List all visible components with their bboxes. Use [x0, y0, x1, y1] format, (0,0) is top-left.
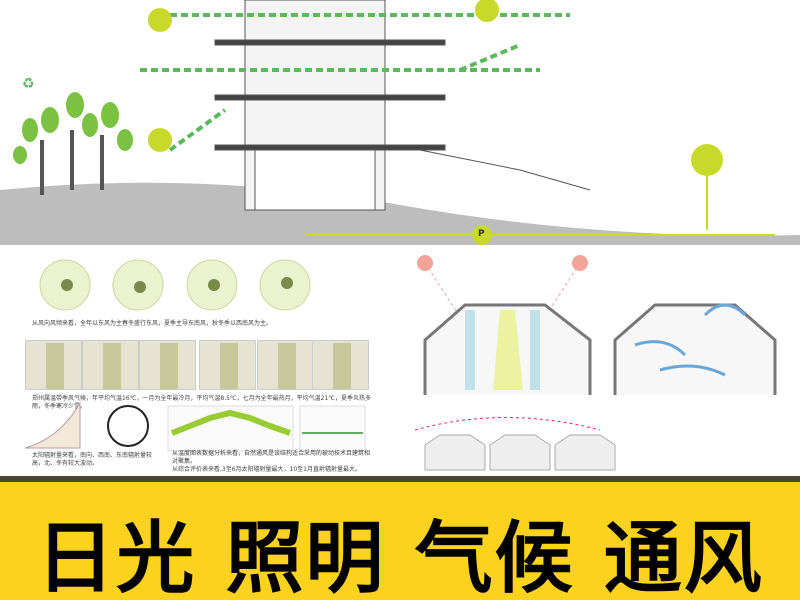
temperature-chart [82, 340, 139, 390]
house-ventilation [613, 303, 777, 395]
building-section-diagram: ♻ P [0, 0, 800, 245]
house-sections [414, 255, 777, 471]
solar-charts [24, 401, 366, 452]
temperature-chart [257, 340, 314, 390]
radiation-text: 从综合评价表来看,3至6月太阳辐射量最大，10至1月直射辐射量最大。 [172, 466, 361, 473]
temperature-chart [139, 340, 196, 390]
temperature-chart [199, 340, 256, 390]
wind-text: 从风向风频来看，全年以东风为主春冬盛行东风，夏季主导东南风，秋冬季以西南风为主。 [32, 320, 273, 327]
climate-text: 郑州属温带季风气候，年平均气温16℃，一月为全年最冷月，平均气温8.5℃，七月为… [32, 395, 372, 410]
ground-slope [0, 182, 800, 245]
temperature-chart [25, 340, 82, 390]
solar-text: 太阳辐射量来看，南向、西南、东南辐射量较高，北、冬有较大波动。 [32, 452, 153, 467]
building [214, 0, 591, 211]
parking-label: P [478, 229, 485, 239]
wind-rose-charts [39, 259, 311, 311]
parking-icon [472, 225, 492, 245]
daylight-ventilation-diagrams [405, 245, 800, 475]
climate-analysis-panel: 从风向风频来看，全年以东风为主春冬盛行东风，夏季主导东南风，秋冬季以西南风为主。… [0, 250, 400, 475]
temperature-icon [148, 128, 172, 152]
wind-icon [475, 0, 499, 22]
water-icon [691, 144, 723, 176]
section-drawing: ♻ [0, 0, 800, 245]
ventilation-text: 从温度图表数据分析来看，自然通风是该结构适合采用的被动技术且建筑相对聚集。 [172, 450, 371, 465]
wind-arrows [140, 13, 570, 152]
sun-icon [148, 8, 172, 32]
recycle-icon: ♻ [22, 76, 35, 92]
banner-title: 日光 照明 气候 通风 [36, 514, 764, 604]
title-banner: 日光 照明 气候 通风 [0, 476, 800, 604]
trees [13, 92, 133, 195]
temperature-chart [312, 340, 369, 390]
